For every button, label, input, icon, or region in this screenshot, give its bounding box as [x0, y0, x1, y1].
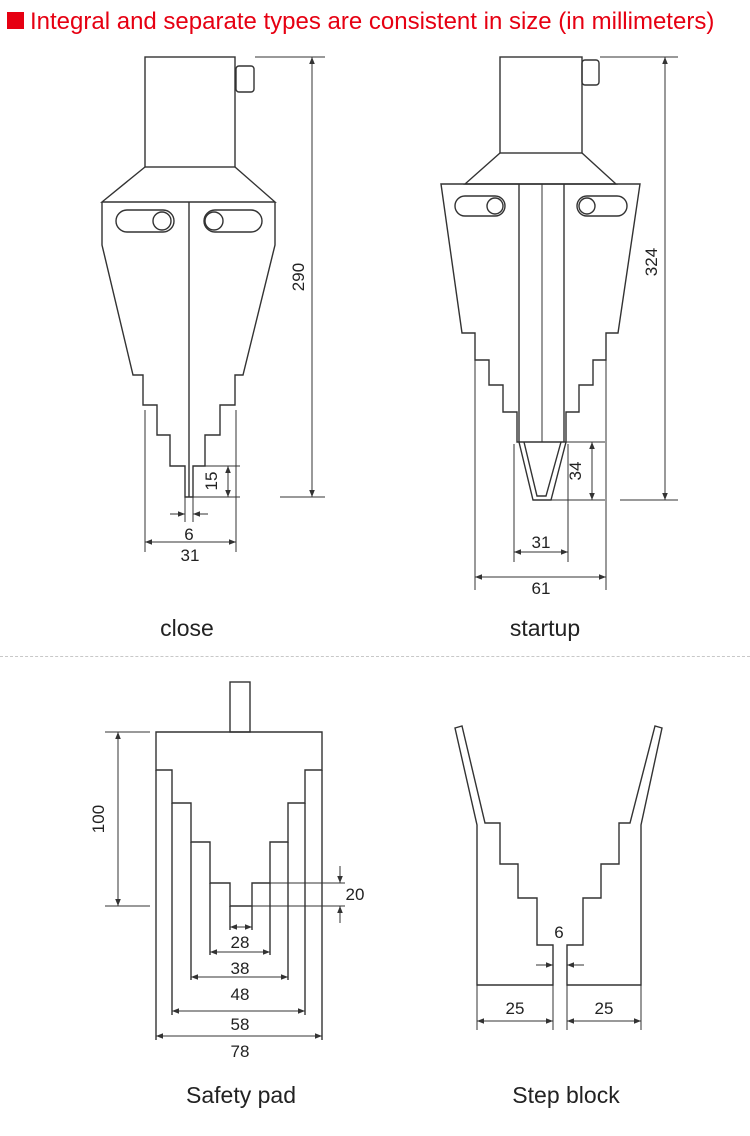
close-view: [100, 56, 325, 552]
startup-shank: [499, 56, 583, 154]
startup-shoulder: [463, 152, 618, 185]
safety-w4-label: 58: [231, 1015, 250, 1034]
step-gap-label: 6: [554, 923, 563, 942]
close-knob-icon: [235, 65, 255, 93]
step-block-view: [454, 725, 663, 1030]
startup-knob-icon: [581, 59, 600, 86]
safety-w2-label: 38: [231, 959, 250, 978]
close-slot-width-label: 6: [184, 525, 193, 544]
section-divider: [0, 656, 750, 657]
startup-width-label: 61: [532, 579, 551, 598]
step-left-label: 25: [506, 999, 525, 1018]
header: Integral and separate types are consiste…: [0, 0, 750, 48]
safety-shank: [229, 681, 251, 733]
startup-height-label: 324: [642, 248, 661, 276]
safety-pad-view: [105, 681, 345, 1040]
safety-caption: Safety pad: [186, 1082, 296, 1108]
page-title: Integral and separate types are consiste…: [30, 8, 715, 35]
safety-w5-label: 78: [231, 1042, 250, 1061]
startup-slot-right: [576, 195, 628, 217]
close-height-label: 290: [289, 263, 308, 291]
close-shank: [144, 56, 236, 168]
safety-pad-outline: [155, 731, 323, 907]
startup-slot-left: [454, 195, 506, 217]
close-slot-right: [203, 209, 263, 233]
step-right-label: 25: [595, 999, 614, 1018]
safety-w3-label: 48: [231, 985, 250, 1004]
startup-tip-width-label: 31: [532, 533, 551, 552]
step-block-left-outline: [454, 725, 554, 986]
close-width-label: 31: [181, 546, 200, 565]
safety-w1-label: 28: [231, 933, 250, 952]
step-block-right-outline: [566, 725, 663, 986]
close-slot-left: [115, 209, 175, 233]
safety-height-label: 100: [89, 805, 108, 833]
close-shoulder: [100, 166, 277, 203]
startup-tip-depth-label: 34: [566, 462, 585, 481]
close-caption: close: [160, 615, 214, 641]
title-marker: [7, 12, 24, 29]
startup-body-outline: [440, 183, 641, 443]
close-slot-depth-label: 15: [202, 472, 221, 491]
safety-step-depth-label: 20: [346, 885, 365, 904]
startup-view: [440, 56, 678, 590]
step-caption: Step block: [512, 1082, 620, 1108]
startup-tip-outline: [518, 441, 567, 501]
startup-caption: startup: [510, 615, 580, 641]
